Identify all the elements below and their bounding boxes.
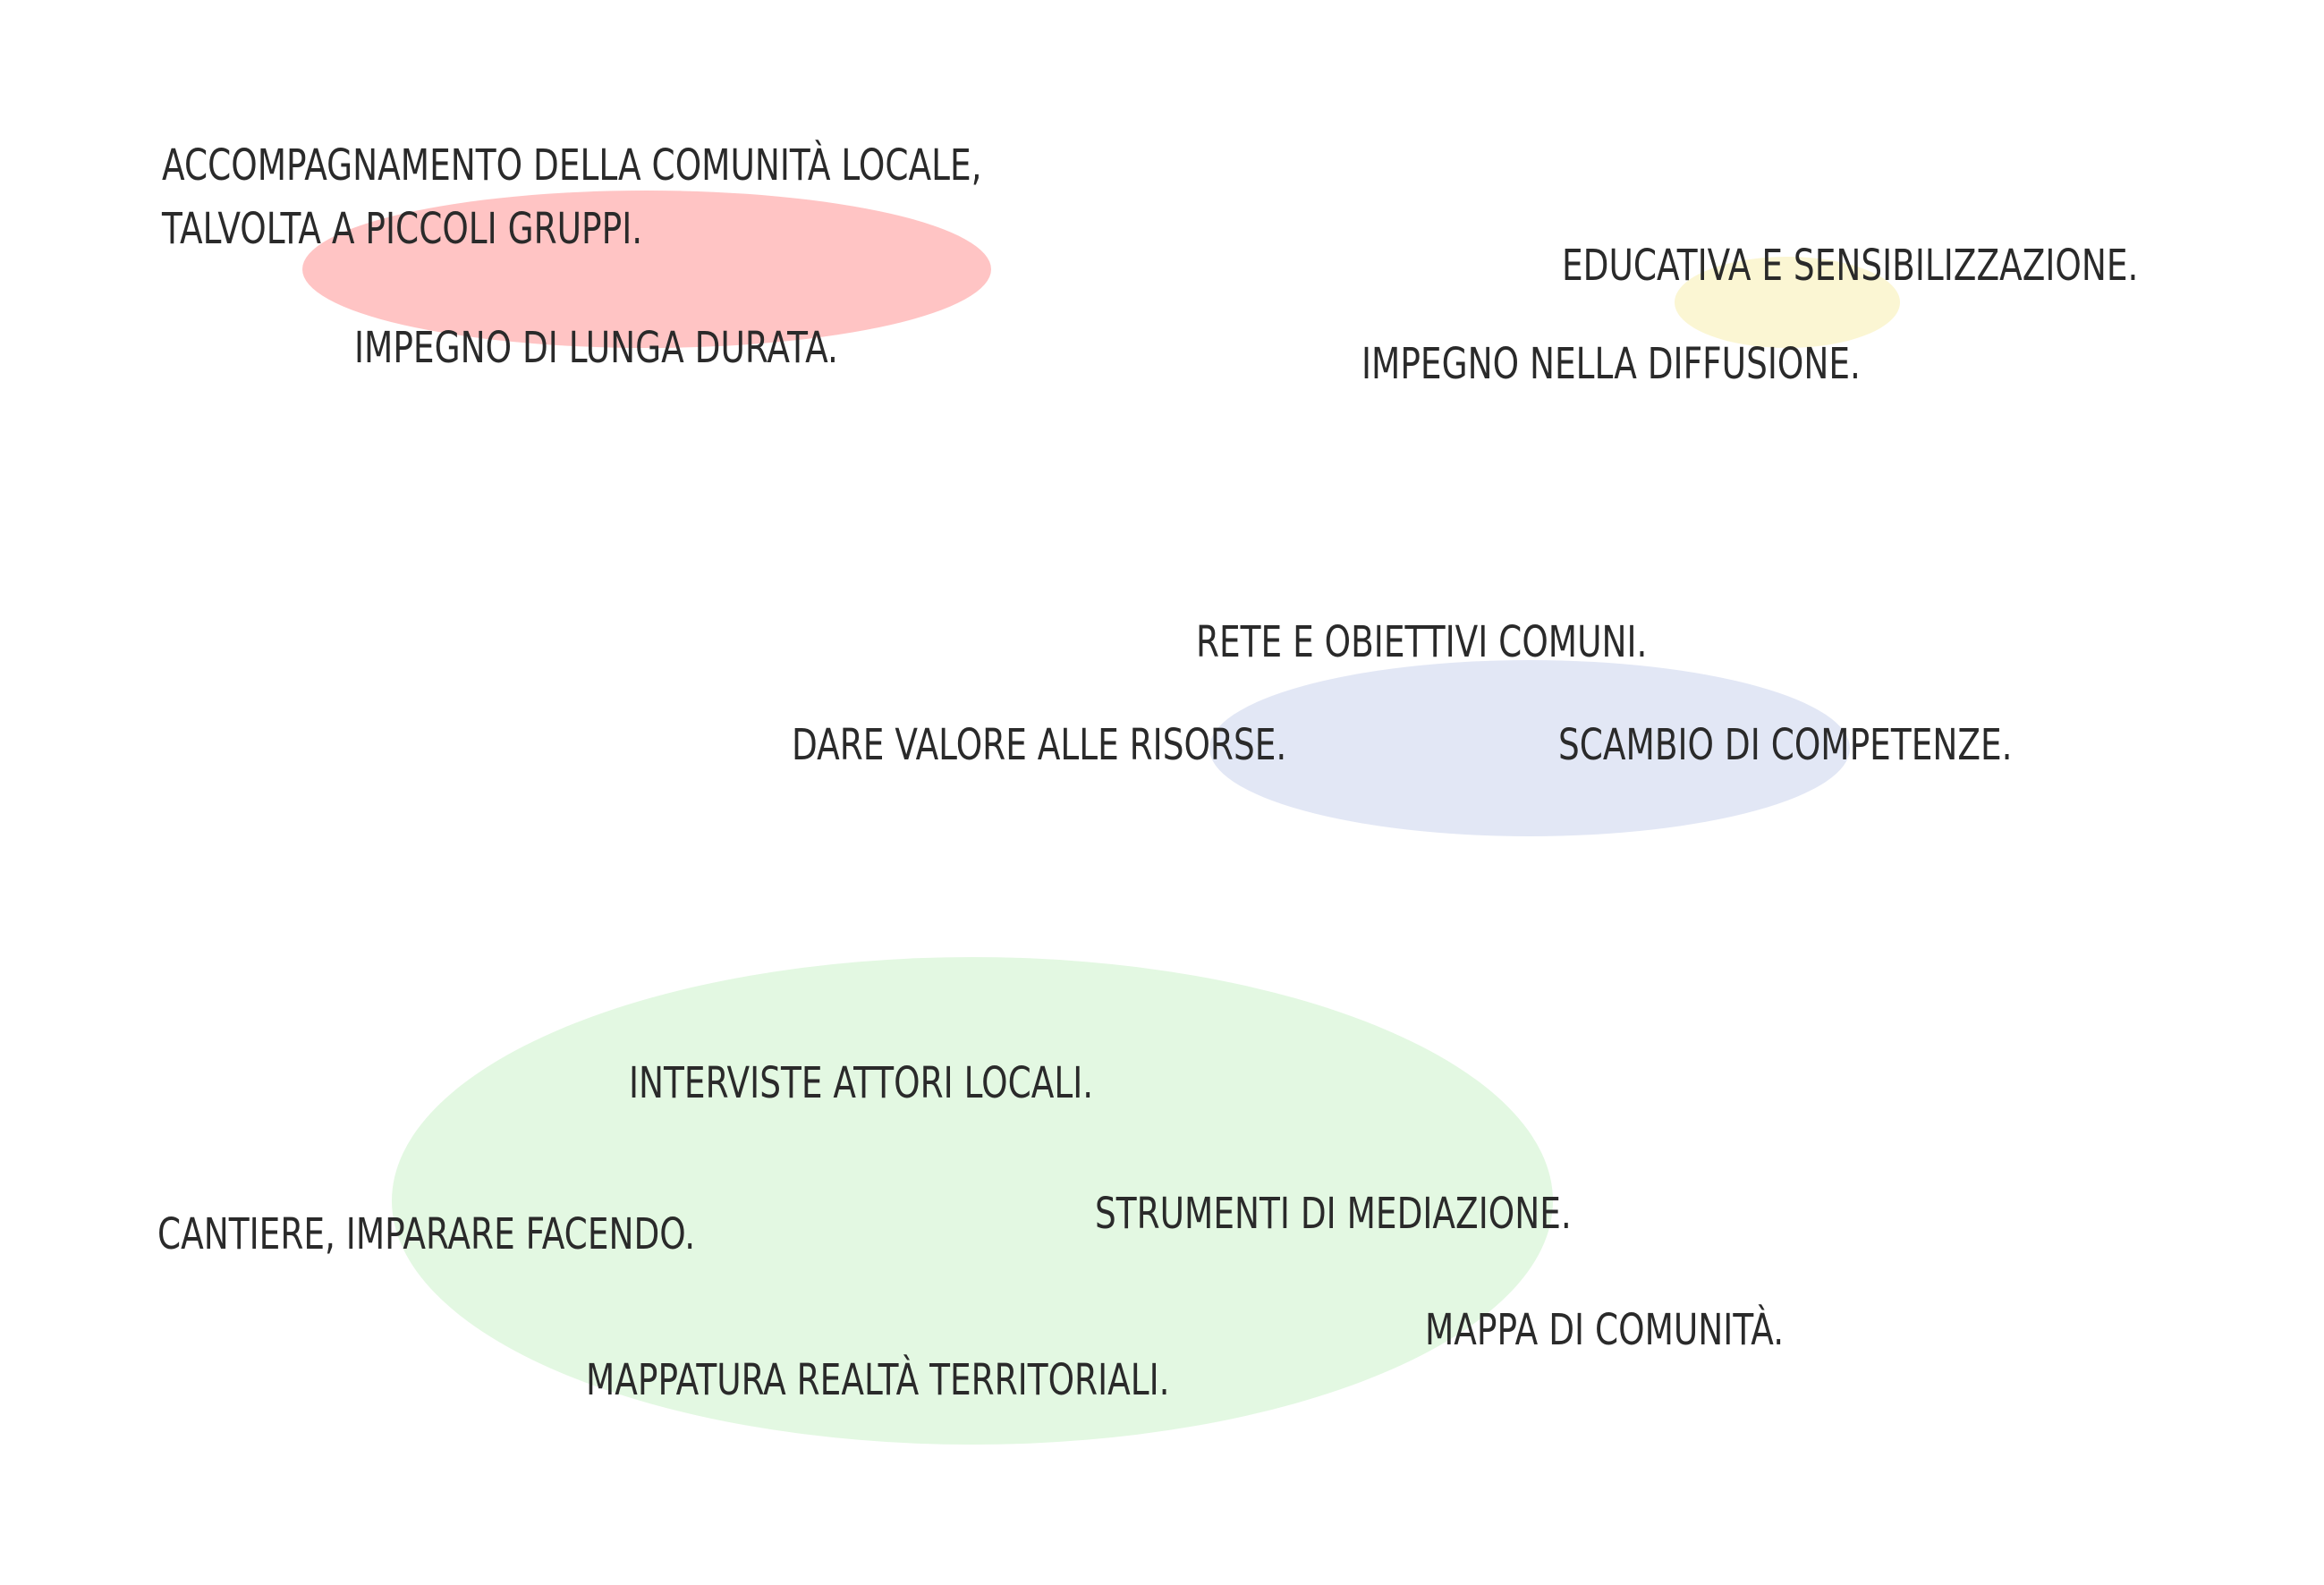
label-educativa-sensibilizzazione: EDUCATIVA E SENSIBILIZZAZIONE. — [1562, 241, 2139, 291]
label-strumenti-mediazione: STRUMENTI DI MEDIAZIONE. — [1095, 1189, 1572, 1239]
green-blob — [392, 957, 1553, 1445]
label-accompagnamento-line2: TALVOLTA A PICCOLI GRUPPI. — [162, 204, 643, 254]
label-mappatura: MAPPATURA REALTÀ TERRITORIALI. — [586, 1355, 1170, 1405]
red-blob — [302, 191, 991, 348]
label-scambio-competenze: SCAMBIO DI COMPETENZE. — [1558, 720, 2013, 770]
label-mappa-comunita: MAPPA DI COMUNITÀ. — [1425, 1305, 1785, 1355]
label-rete-obiettivi: RETE E OBIETTIVI COMUNI. — [1196, 617, 1648, 667]
yellow-blob — [1675, 257, 1900, 348]
label-impegno-diffusione: IMPEGNO NELLA DIFFUSIONE. — [1361, 339, 1861, 389]
label-accompagnamento-line1: ACCOMPAGNAMENTO DELLA COMUNITÀ LOCALE, — [162, 140, 982, 191]
label-cantiere: CANTIERE, IMPARARE FACENDO. — [157, 1209, 696, 1259]
label-interviste: INTERVISTE ATTORI LOCALI. — [629, 1058, 1094, 1108]
label-impegno-lunga-durata: IMPEGNO DI LUNGA DURATA. — [354, 323, 838, 373]
label-dare-valore: DARE VALORE ALLE RISORSE. — [792, 720, 1287, 770]
blue-blob — [1209, 660, 1850, 836]
